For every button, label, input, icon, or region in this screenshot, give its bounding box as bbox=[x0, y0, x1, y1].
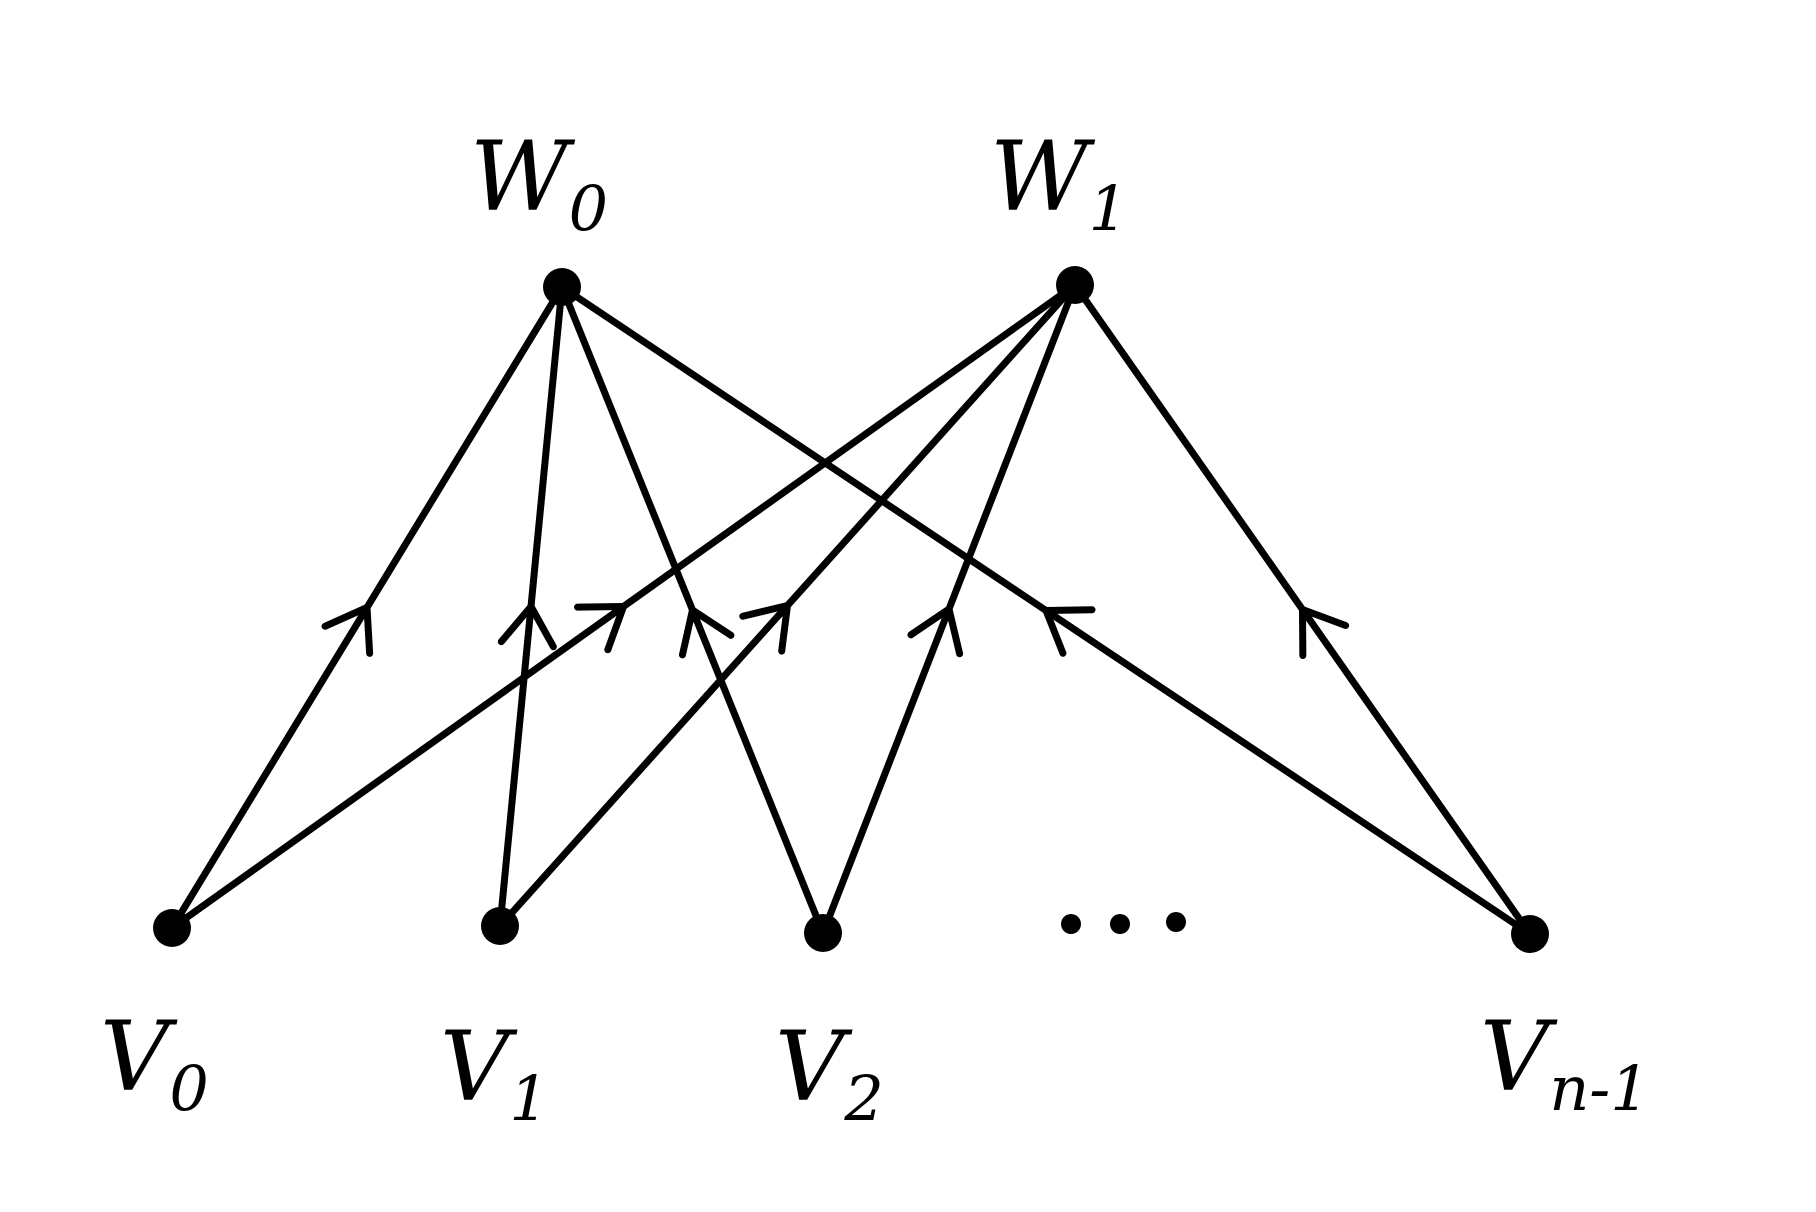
edges-layer bbox=[168, 281, 1534, 938]
node-label-w0-name: W bbox=[470, 121, 576, 233]
nodes-layer bbox=[153, 266, 1549, 953]
node-label-v1: V1 bbox=[440, 1011, 549, 1135]
arrowhead-vn1-w0 bbox=[1042, 606, 1096, 657]
arrowhead-v0-w1 bbox=[574, 603, 627, 654]
node-label-v0: V0 bbox=[100, 1001, 209, 1125]
ellipsis-dot bbox=[1166, 912, 1186, 932]
node-label-v2: V2 bbox=[775, 1011, 884, 1135]
node-v1 bbox=[481, 907, 519, 945]
node-label-w0-sub: 0 bbox=[569, 172, 608, 245]
node-vn1 bbox=[1511, 915, 1549, 953]
node-label-vn1-sub: n-1 bbox=[1549, 1052, 1649, 1125]
arrowhead-v2-w1 bbox=[907, 605, 964, 658]
node-label-v1-sub: 1 bbox=[509, 1062, 548, 1135]
node-label-vn1: Vn-1 bbox=[1480, 1001, 1650, 1125]
ellipsis-dots: ... bbox=[1061, 912, 1186, 934]
node-label-w0: W0 bbox=[470, 121, 608, 245]
node-v2 bbox=[804, 914, 842, 952]
arrowhead-v1-w0 bbox=[497, 603, 557, 651]
node-label-w1: W1 bbox=[990, 121, 1128, 245]
node-label-v0-name: V bbox=[100, 1001, 178, 1113]
node-label-v2-sub: 2 bbox=[843, 1062, 883, 1135]
node-label-v0-sub: 0 bbox=[169, 1052, 208, 1125]
arrowhead-v0-w0 bbox=[321, 604, 374, 657]
arrowhead-v2-w0 bbox=[678, 606, 735, 659]
node-label-vn1-name: V bbox=[1480, 1001, 1558, 1113]
arrowhead-vn1-w1 bbox=[1299, 606, 1350, 659]
node-label-w1-name: W bbox=[990, 121, 1096, 233]
node-label-v2-name: V bbox=[775, 1011, 853, 1123]
ellipsis-dot bbox=[1110, 914, 1130, 934]
node-w0 bbox=[543, 268, 581, 306]
node-v0 bbox=[153, 909, 191, 947]
arrowhead-v1-w1 bbox=[739, 602, 791, 655]
node-w1 bbox=[1056, 266, 1094, 304]
node-label-v1-name: V bbox=[440, 1011, 518, 1123]
ellipsis-dot bbox=[1061, 914, 1081, 934]
node-label-w1-sub: 1 bbox=[1089, 172, 1128, 245]
